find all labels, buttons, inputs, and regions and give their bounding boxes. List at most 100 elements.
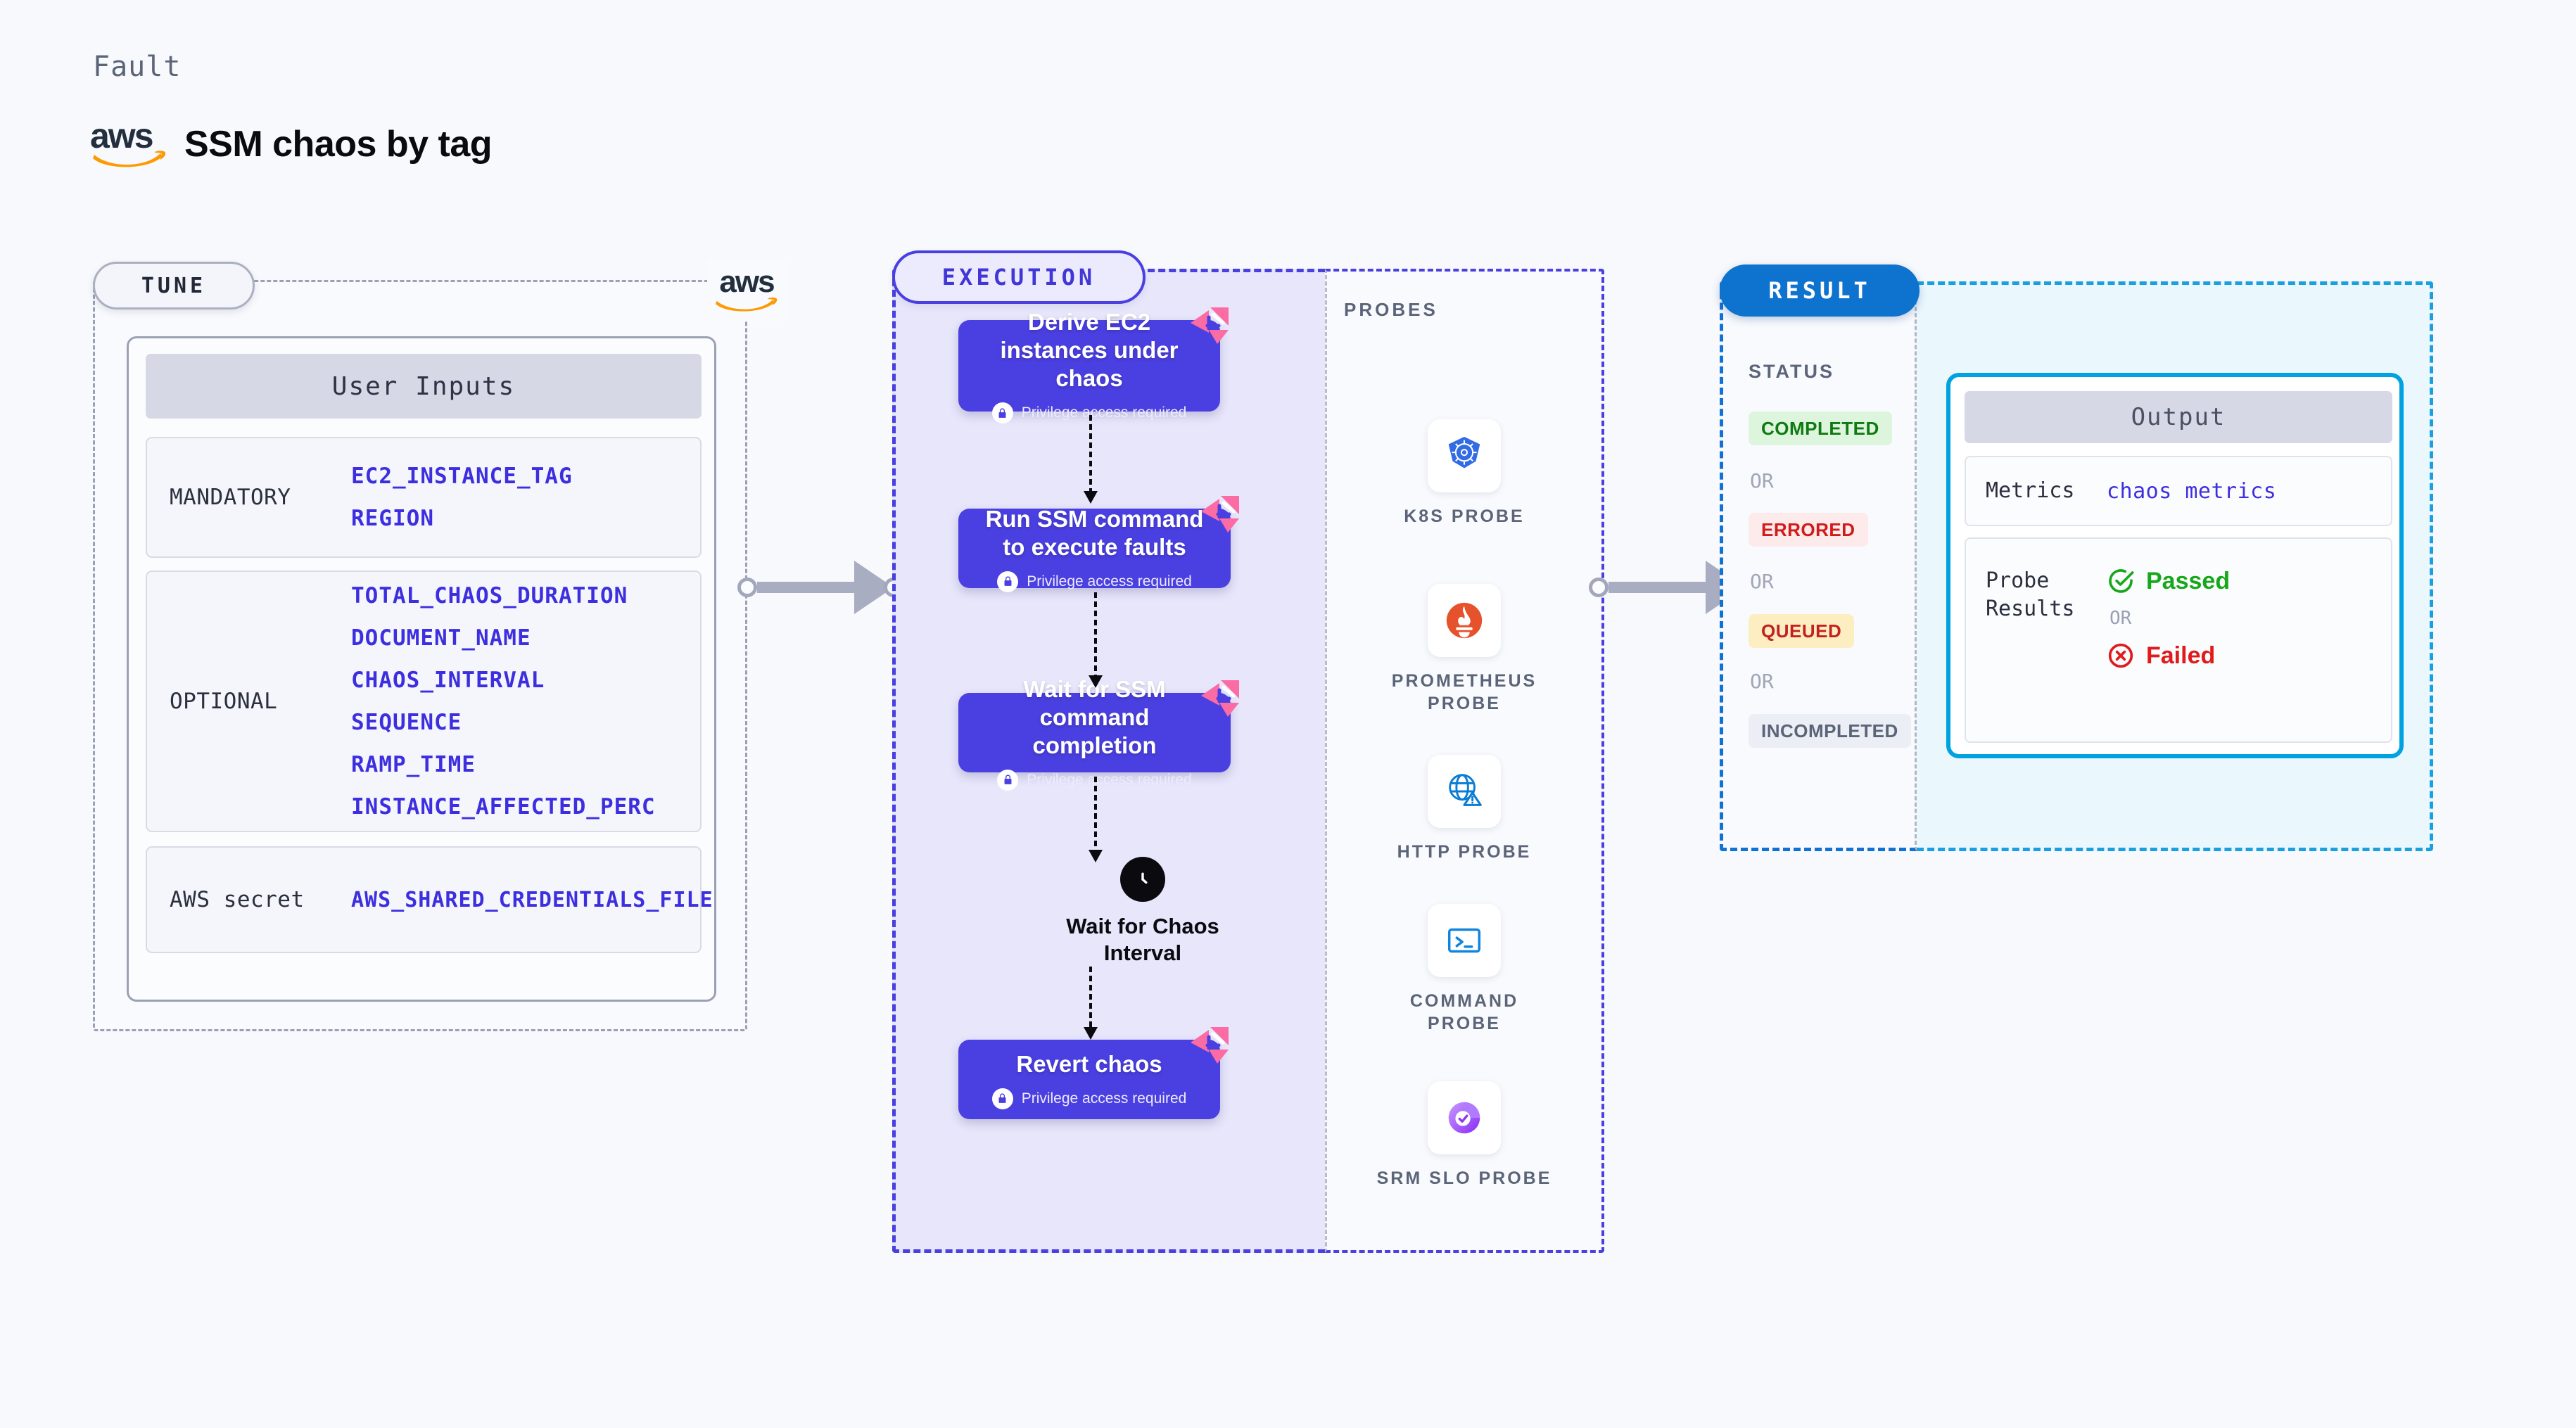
flow-node-wait-ssm-completion[interactable]: Wait for SSM command completion Privileg…	[958, 676, 1239, 791]
flow-arrow-1	[1084, 415, 1098, 504]
flow-node-privilege-note: Privilege access required	[991, 1088, 1187, 1109]
srm-slo-icon	[1428, 1081, 1501, 1154]
param-ec2-instance-tag[interactable]: EC2_INSTANCE_TAG	[351, 464, 573, 489]
param-total-chaos-duration[interactable]: TOTAL_CHAOS_DURATION	[351, 583, 628, 608]
flow-node-revert-chaos[interactable]: Revert chaos Privilege access required	[958, 1027, 1229, 1119]
lock-icon	[991, 402, 1013, 423]
status-badge-errored: ERRORED	[1749, 513, 1868, 547]
probe-item-srm-slo[interactable]: SRM SLO PROBE	[1373, 1081, 1556, 1190]
param-aws-shared-credentials-file[interactable]: AWS_SHARED_CREDENTIALS_FILE	[351, 887, 713, 912]
flow-node-title: Derive EC2 instances under chaos	[1000, 309, 1179, 391]
harness-ribbon-icon	[1191, 307, 1229, 344]
flow-node-privilege-text: Privilege access required	[1027, 573, 1192, 589]
page-title-row: aws SSM chaos by tag	[90, 116, 493, 169]
flow-node-privilege-note: Privilege access required	[991, 402, 1187, 423]
param-document-name[interactable]: DOCUMENT_NAME	[351, 625, 531, 651]
execution-section-pill[interactable]: EXECUTION	[892, 250, 1146, 304]
flow-node-title: Run SSM command to execute faults	[985, 505, 1204, 560]
optional-label: OPTIONAL	[170, 689, 278, 714]
probe-label: SRM SLO PROBE	[1376, 1168, 1552, 1188]
mandatory-values: EC2_INSTANCE_TAG REGION	[351, 464, 573, 531]
output-card: Output Metrics chaos metrics Probe Resul…	[1946, 373, 2404, 758]
connector-tune-to-execution	[737, 561, 903, 614]
status-or-1: OR	[1750, 469, 1774, 492]
flow-arrow-4	[1084, 967, 1098, 1040]
param-chaos-interval[interactable]: CHAOS_INTERVAL	[351, 668, 545, 693]
harness-ribbon-icon	[1191, 1027, 1229, 1064]
aws-secret-values: AWS_SHARED_CREDENTIALS_FILE	[351, 888, 713, 912]
flow-node-run-ssm-command[interactable]: Run SSM command to execute faults Privil…	[958, 496, 1239, 592]
aws-badge-smile-icon	[716, 297, 778, 312]
param-instance-affected-perc[interactable]: INSTANCE_AFFECTED_PERC	[351, 794, 656, 820]
connector-start-dot	[1589, 578, 1609, 597]
aws-secret-block: AWS secret AWS_SHARED_CREDENTIALS_FILE	[146, 846, 713, 953]
tune-section-pill[interactable]: TUNE	[93, 262, 255, 310]
probe-or-label: OR	[2109, 608, 2132, 629]
aws-badge-wordmark: aws	[719, 264, 775, 299]
aws-logo-icon: aws	[90, 116, 169, 169]
metrics-key: Metrics	[1986, 478, 2075, 503]
flow-node-title: Wait for SSM command completion	[1023, 675, 1166, 758]
flow-node-derive-ec2-instances[interactable]: Derive EC2 instances under chaos Privile…	[958, 307, 1229, 423]
connector-start-dot	[737, 578, 757, 597]
metrics-value[interactable]: chaos metrics	[2107, 478, 2277, 504]
status-title: STATUS	[1749, 361, 1834, 382]
aws-provider-badge: aws	[707, 259, 786, 321]
harness-ribbon-icon	[1201, 680, 1239, 717]
probe-result-passed: Passed	[2107, 567, 2230, 595]
probe-result-failed: Failed	[2107, 642, 2230, 670]
clock-icon	[1120, 857, 1165, 902]
flow-node-privilege-note: Privilege access required	[997, 769, 1192, 791]
aws-logo-wordmark: aws	[90, 116, 154, 155]
wait-node-label: Wait for Chaos Interval	[1066, 914, 1219, 965]
probe-label: HTTP PROBE	[1397, 842, 1532, 862]
flow-node-privilege-text: Privilege access required	[1027, 771, 1192, 788]
aws-smile-icon	[93, 151, 166, 167]
harness-ribbon-icon	[1201, 496, 1239, 533]
prometheus-icon	[1428, 584, 1501, 657]
probe-results-key: Probe Results	[1986, 568, 2075, 621]
probe-results-values: Passed OR Failed	[2107, 567, 2230, 670]
http-globe-icon	[1428, 755, 1501, 828]
optional-values: TOTAL_CHAOS_DURATION DOCUMENT_NAME CHAOS…	[351, 583, 656, 820]
status-badge-queued: QUEUED	[1749, 614, 1855, 648]
status-or-2: OR	[1750, 570, 1774, 593]
param-region[interactable]: REGION	[351, 506, 434, 531]
page-eyebrow: Fault	[93, 51, 182, 83]
probes-title: PROBES	[1344, 299, 1438, 320]
probe-item-prometheus[interactable]: PROMETHEUS PROBE	[1373, 584, 1556, 715]
status-or-3: OR	[1750, 670, 1774, 693]
connector-line	[1609, 582, 1707, 593]
param-sequence[interactable]: SEQUENCE	[351, 710, 462, 735]
probe-passed-label: Passed	[2146, 567, 2231, 594]
probe-label: K8S PROBE	[1404, 506, 1525, 526]
status-badge-incompleted: INCOMPLETED	[1749, 714, 1911, 748]
optional-params-block: OPTIONAL TOTAL_CHAOS_DURATION DOCUMENT_N…	[146, 570, 702, 832]
flow-node-privilege-text: Privilege access required	[1021, 404, 1187, 421]
lock-icon	[997, 769, 1019, 791]
user-inputs-card: User Inputs MANDATORY EC2_INSTANCE_TAG R…	[127, 336, 716, 1002]
x-circle-icon	[2108, 643, 2133, 668]
output-header: Output	[1965, 391, 2392, 443]
result-section-pill[interactable]: RESULT	[1720, 264, 1920, 317]
lock-icon	[997, 570, 1019, 592]
flow-node-privilege-note: Privilege access required	[997, 570, 1192, 592]
connector-line	[757, 582, 856, 593]
terminal-icon	[1428, 904, 1501, 977]
output-row-probe-results: Probe Results Passed OR Failed	[1965, 537, 2392, 743]
flow-node-wait-for-chaos-interval[interactable]: Wait for Chaos Interval	[1051, 857, 1234, 967]
flow-node-privilege-text: Privilege access required	[1021, 1090, 1187, 1107]
probe-item-command[interactable]: COMMAND PROBE	[1373, 904, 1556, 1035]
flow-arrow-2	[1089, 592, 1103, 688]
probe-failed-label: Failed	[2146, 642, 2216, 669]
probe-item-k8s[interactable]: K8S PROBE	[1373, 419, 1556, 528]
param-ramp-time[interactable]: RAMP_TIME	[351, 752, 476, 777]
output-row-metrics: Metrics chaos metrics	[1965, 456, 2392, 526]
page-title: SSM chaos by tag	[184, 124, 493, 165]
mandatory-params-block: MANDATORY EC2_INSTANCE_TAG REGION	[146, 437, 702, 558]
result-status-container	[1720, 281, 1917, 851]
flow-node-title: Revert chaos	[1016, 1050, 1162, 1077]
probe-item-http[interactable]: HTTP PROBE	[1373, 755, 1556, 863]
kubernetes-icon	[1428, 419, 1501, 492]
user-inputs-header: User Inputs	[146, 354, 702, 419]
